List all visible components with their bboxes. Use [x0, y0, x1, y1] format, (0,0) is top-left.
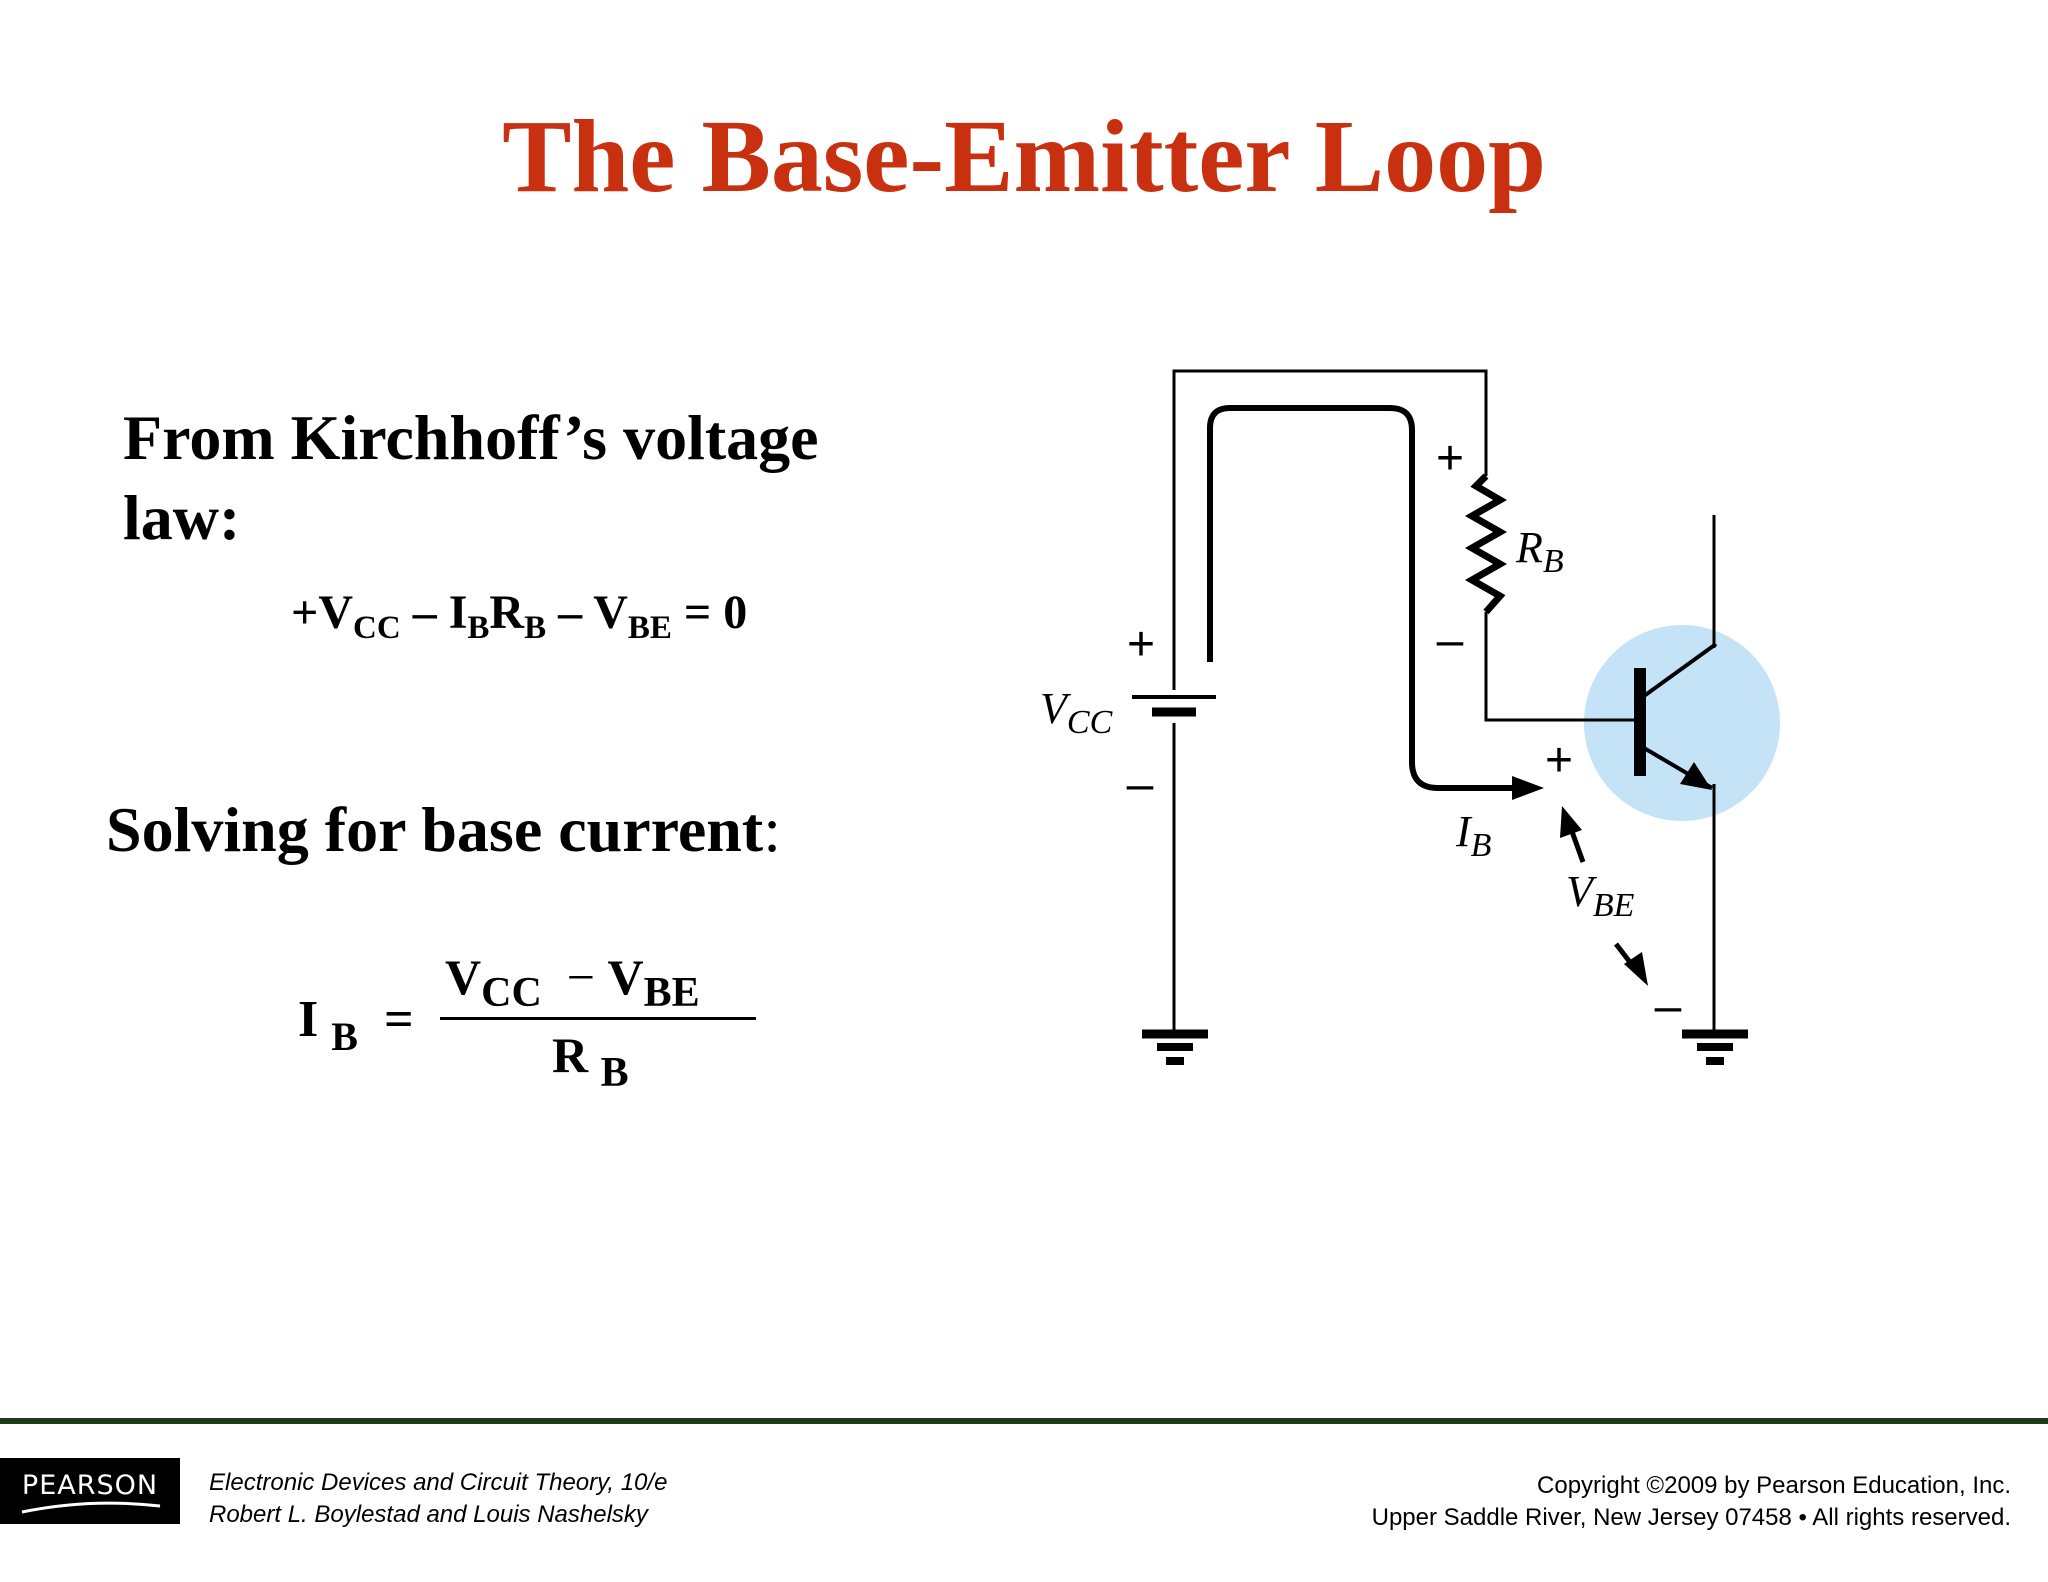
eq-r: R [489, 586, 525, 639]
eq-sub-b1: B [467, 610, 490, 646]
lhs-i: I [298, 991, 319, 1048]
ib-formula-numerator: VCC − VBE [445, 948, 700, 1017]
label-vcc-main: V [1040, 684, 1072, 733]
label-vbe: VBE [1566, 867, 1635, 924]
num-sub-be: BE [643, 970, 700, 1016]
num-v1: V [445, 949, 482, 1005]
ib-formula-lhs: I B = [298, 990, 414, 1060]
copyright-line2: Upper Saddle River, New Jersey 07458 • A… [1371, 1504, 2011, 1531]
transistor-highlight [1584, 625, 1780, 821]
circuit-wires [1172, 369, 1716, 1030]
logo-swoosh-icon [21, 1501, 161, 1514]
vbe-arrow-down [1624, 952, 1648, 986]
eq-plus-v: +V [291, 586, 354, 639]
vcc-plus: + [1127, 618, 1155, 671]
den-r: R [552, 1027, 589, 1083]
kirchhoff-intro-text: From Kirchhoff’s voltage law: [123, 402, 819, 553]
label-ib-sub: B [1471, 827, 1492, 864]
ground-left [1142, 1029, 1208, 1065]
vcc-minus: – [1127, 758, 1154, 811]
copyright-line1: Copyright ©2009 by Pearson Education, In… [1537, 1472, 2011, 1499]
label-vbe-main: V [1566, 867, 1598, 916]
eq-minus-i: – I [400, 586, 468, 639]
eq-sub-be: BE [627, 610, 672, 646]
lhs-equals: = [383, 991, 414, 1048]
kvl-equation: +VCC – IBRB – VBE = 0 [291, 585, 747, 647]
vbe-arrow-up [1560, 806, 1582, 838]
ib-current-loop [1207, 405, 1518, 791]
ib-formula-denominator: R B [552, 1026, 629, 1097]
label-rb-main: R [1515, 523, 1543, 572]
ib-formula: I B = VCC − VBE R B [290, 948, 790, 1098]
label-ib: IB [1455, 807, 1492, 864]
polarity-signs: + – + – + – [1127, 432, 1682, 1033]
vbe-minus: – [1655, 980, 1682, 1033]
label-vbe-sub: BE [1593, 887, 1635, 924]
slide-title: The Base-Emitter Loop [502, 99, 1546, 214]
copyright-notice: Copyright ©2009 by Pearson Education, In… [1372, 1470, 2011, 1534]
label-rb: RB [1515, 523, 1564, 580]
eq-equals-zero: = 0 [671, 586, 748, 639]
rb-minus: – [1437, 614, 1464, 667]
num-minus: − [566, 949, 595, 1005]
solving-label: Solving for base current [106, 794, 764, 865]
solving-text: Solving for base current: [106, 793, 781, 867]
vbe-plus: + [1545, 734, 1573, 787]
emitter-arrow [1680, 762, 1712, 790]
ib-arrow-head [1512, 776, 1544, 800]
pearson-logo: PEARSON [0, 1458, 180, 1524]
solving-colon: : [763, 794, 781, 865]
book-title: Electronic Devices and Circuit Theory, 1… [209, 1469, 668, 1496]
book-authors: Robert L. Boylestad and Louis Nashelsky [209, 1501, 648, 1528]
label-ib-main: I [1455, 807, 1473, 856]
den-sub-b: B [600, 1050, 629, 1096]
fraction-bar [440, 1017, 756, 1020]
label-rb-sub: B [1543, 543, 1564, 580]
num-v2: V [607, 949, 644, 1005]
label-vcc: VCC [1040, 684, 1113, 741]
label-vcc-sub: CC [1067, 704, 1113, 741]
book-credit: Electronic Devices and Circuit Theory, 1… [209, 1467, 667, 1531]
num-sub-cc: CC [481, 970, 542, 1016]
pearson-logo-text: PEARSON [21, 1470, 159, 1501]
rb-plus: + [1436, 432, 1464, 485]
lhs-sub-b: B [331, 1014, 358, 1059]
footer-divider [0, 1418, 2048, 1424]
ground-right [1682, 1029, 1748, 1065]
eq-minus-v: – V [546, 586, 628, 639]
battery-vcc [1132, 695, 1216, 717]
eq-sub-cc: CC [353, 610, 401, 646]
eq-sub-b2: B [524, 610, 547, 646]
resistor-rb [1464, 473, 1508, 615]
